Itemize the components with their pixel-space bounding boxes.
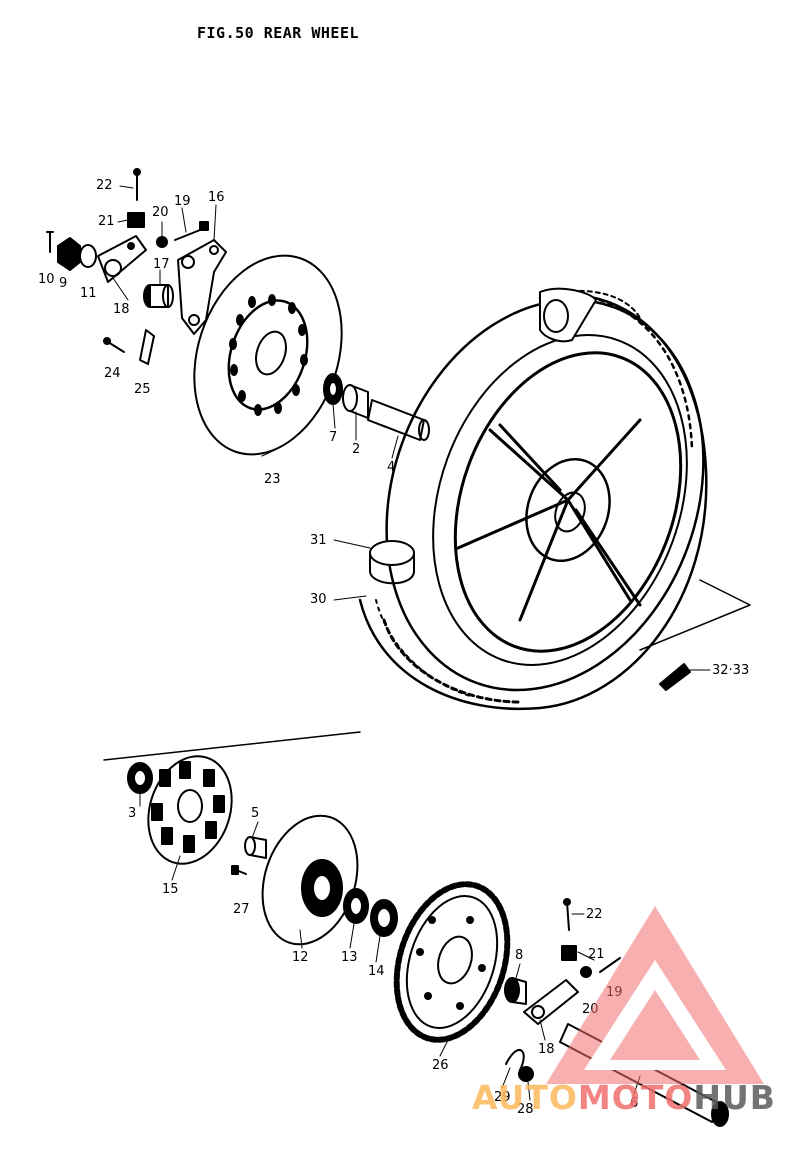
- spacer-8: [504, 977, 527, 1005]
- oil-seal-14: [370, 899, 398, 937]
- callout-28: 28: [517, 1102, 534, 1117]
- sprocket-carrier-12: [261, 814, 359, 946]
- rear-wheel-rim: [385, 298, 705, 692]
- wheel-hub: [525, 458, 611, 562]
- callout-17: 17: [153, 257, 170, 272]
- callout-18-upper: 18: [113, 302, 130, 317]
- callout-12: 12: [292, 950, 309, 965]
- watermark-auto: AUTO: [472, 1078, 578, 1117]
- callout-8: 8: [515, 948, 524, 963]
- washer-20-lower: [580, 966, 592, 978]
- callout-21-upper: 21: [98, 214, 115, 229]
- spacer-17: [143, 284, 174, 308]
- callout-31: 31: [310, 533, 327, 548]
- callout-25: 25: [134, 382, 151, 397]
- callout-16: 16: [208, 190, 225, 205]
- callout-30: 30: [310, 592, 327, 607]
- callout-9: 9: [59, 276, 68, 291]
- callout-22-lower: 22: [586, 907, 603, 922]
- callout-22-upper: 22: [96, 178, 113, 193]
- figure-title: FIG.50 REAR WHEEL: [197, 24, 360, 42]
- bolt-24: [103, 337, 125, 353]
- bolt-19-lower: [599, 957, 621, 973]
- callout-32-33: 32·33: [712, 663, 750, 678]
- tube-31: [369, 540, 415, 585]
- rear-tire-30: [358, 289, 708, 711]
- callout-29: 29: [494, 1090, 511, 1105]
- bearing-13: [343, 888, 369, 924]
- chain-adjuster-18-lower: [523, 979, 579, 1025]
- washer-11: [79, 244, 97, 268]
- bolt-27: [231, 865, 247, 875]
- nut-28: [518, 1066, 534, 1082]
- bolt-22-lower: [563, 898, 571, 931]
- clip-25: [139, 329, 155, 365]
- callout-27: 27: [233, 902, 250, 917]
- callout-23: 23: [264, 472, 281, 487]
- bearing-7: [323, 373, 343, 405]
- callout-7: 7: [329, 430, 338, 445]
- washer-20-upper: [156, 236, 168, 248]
- callout-3: 3: [128, 806, 137, 821]
- callout-18-lower: 18: [538, 1042, 555, 1057]
- callout-5: 5: [251, 806, 260, 821]
- callout-13: 13: [341, 950, 358, 965]
- leader-lines: [112, 185, 711, 1101]
- brake-disc-23: [193, 254, 343, 456]
- callout-11: 11: [80, 286, 97, 301]
- bearing-3: [127, 762, 153, 794]
- nut-9: [57, 237, 81, 271]
- torque-link-16: [177, 239, 227, 335]
- callout-2: 2: [352, 442, 361, 457]
- chain-adjuster-18-upper: [97, 235, 147, 283]
- spacer-2: [342, 384, 369, 419]
- watermark-moto: MOTO: [577, 1078, 694, 1117]
- nut-21-lower: [561, 945, 577, 961]
- callout-10: 10: [38, 272, 55, 287]
- wheel-spokes: [456, 418, 642, 622]
- bolt-19-upper: [174, 221, 209, 241]
- balance-weight-32-33: [659, 663, 707, 691]
- cotter-pin-29: [505, 1049, 525, 1071]
- tire-cross-section: [539, 287, 597, 343]
- watermark-logo-icon: [546, 906, 764, 1084]
- callout-6: 6: [630, 1096, 639, 1111]
- cush-drive-damper-15: [147, 755, 233, 865]
- nut-21-upper: [127, 212, 145, 228]
- callout-4: 4: [387, 460, 396, 475]
- cotter-pin-10: [46, 231, 54, 253]
- bolt-22-upper: [133, 168, 141, 201]
- collar-4: [367, 399, 430, 441]
- watermark-hub: HUB: [693, 1078, 776, 1117]
- callout-24: 24: [104, 366, 121, 381]
- rear-sprocket-26: [393, 881, 511, 1043]
- callout-15: 15: [162, 882, 179, 897]
- callout-14: 14: [368, 964, 385, 979]
- callout-20-upper: 20: [152, 205, 169, 220]
- callout-21-lower: 21: [588, 947, 605, 962]
- spacer-5: [244, 836, 267, 859]
- callout-26: 26: [432, 1058, 449, 1073]
- reference-plane-lines: [103, 579, 751, 761]
- callout-19-upper: 19: [174, 194, 191, 209]
- watermark-text: AUTOMOTOHUB: [472, 1078, 776, 1117]
